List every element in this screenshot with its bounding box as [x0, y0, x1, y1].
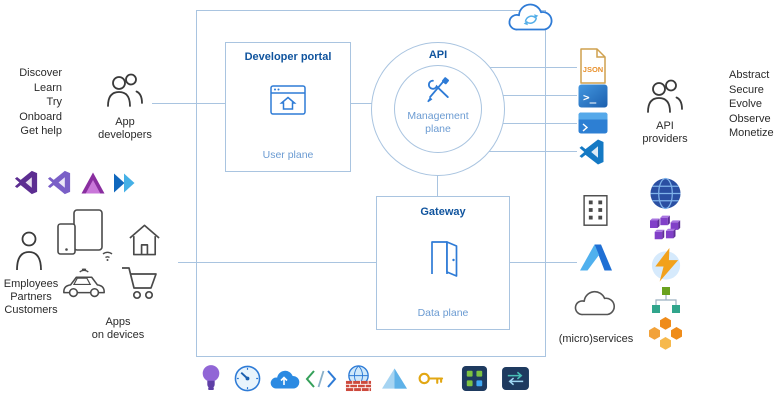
audience-line3: Customers: [4, 304, 58, 316]
data-exchange-icon: [502, 366, 529, 391]
powershell-icon: >_: [578, 84, 608, 108]
azure-icon: [580, 244, 612, 271]
json-file-icon: JSON: [580, 48, 606, 84]
app-developers-label: App developers: [86, 116, 164, 142]
audience-label: Employees Partners Customers: [0, 278, 62, 317]
management-plane-circle: Management plane: [394, 65, 482, 153]
gateway-box: Gateway Data plane: [376, 196, 510, 330]
devices-icon: [57, 209, 113, 261]
visual-studio-code-icon: [47, 170, 71, 195]
azure-cli-icon: [578, 112, 608, 134]
api-title: API: [428, 49, 448, 61]
firewall-globe-icon: [345, 365, 372, 392]
power-apps-icon: [81, 172, 105, 194]
developer-action: Try: [46, 96, 62, 108]
apps-on-devices-label: Apps on devices: [80, 316, 156, 342]
audience-line1: Employees: [3, 278, 59, 290]
apps-label-line1: Apps: [105, 316, 131, 328]
data-plane-label: Data plane: [417, 307, 469, 319]
lightbulb-icon: [202, 365, 220, 390]
developer-portal-title: Developer portal: [244, 51, 332, 63]
terminal-prompt-text: >_: [583, 91, 597, 104]
provider-action: Observe: [729, 112, 771, 125]
vscode-icon: [579, 139, 604, 165]
app-developers-label-line2: developers: [98, 129, 152, 141]
globe-icon: [650, 177, 681, 210]
connector-api-powershell: [440, 95, 577, 96]
power-automate-icon: [114, 173, 135, 193]
person-icon: [16, 231, 42, 271]
api-providers-line2: providers: [642, 133, 688, 145]
door-icon: [431, 241, 458, 277]
code-brackets-icon: [305, 370, 337, 388]
connected-car-icon: [63, 268, 105, 298]
microservices-label: (micro)services: [558, 333, 634, 345]
shopping-cart-icon: [122, 267, 157, 300]
building-icon: [583, 195, 608, 226]
management-plane-label-line1: Management: [407, 110, 469, 122]
visual-studio-icon: [14, 170, 38, 195]
management-plane-label-line2: plane: [425, 123, 451, 135]
app-developers-icon: [107, 73, 143, 107]
connector-apps-gateway: [178, 262, 403, 263]
developer-action: Onboard: [19, 110, 62, 123]
audience-line2: Partners: [10, 291, 52, 303]
developer-action: Get help: [20, 125, 62, 137]
app-developers-label-line1: App: [115, 116, 135, 128]
api-providers-label: API providers: [637, 120, 693, 146]
user-plane-label: User plane: [262, 149, 314, 161]
developer-portal-box: Developer portal User plane: [225, 42, 351, 172]
developer-action: Learn: [33, 81, 62, 94]
developer-action: Discover: [19, 67, 62, 79]
connector-api-cli: [440, 123, 577, 124]
gateway-title: Gateway: [420, 206, 466, 218]
browser-home-icon: [270, 85, 306, 115]
cloud-icon: [508, 3, 553, 31]
hexagon-cluster-icon: [649, 317, 682, 350]
api-providers-icon: [647, 79, 683, 113]
gauge-icon: [234, 365, 261, 392]
connector-appdev-portal: [152, 103, 230, 104]
apim-boundary: [196, 10, 546, 357]
cloud-outline-icon: [574, 290, 616, 316]
provider-action: Abstract: [729, 69, 770, 81]
api-circle: API Management plane: [371, 42, 505, 176]
tools-icon: [427, 77, 449, 103]
api-providers-line1: API: [656, 120, 674, 132]
provider-action: Evolve: [729, 98, 763, 110]
panel-grid-icon: [461, 365, 488, 392]
connector-api-vscode: [440, 151, 577, 152]
connector-api-json: [440, 67, 577, 68]
connector-portal-api: [345, 103, 385, 104]
apps-label-line2: on devices: [91, 329, 145, 341]
prism-icon: [382, 368, 407, 389]
json-file-label: JSON: [583, 65, 603, 74]
key-icon: [418, 372, 444, 385]
cubes-icon: [650, 215, 681, 240]
cloud-upload-icon: [270, 370, 300, 389]
provider-action: Monetize: [729, 127, 774, 139]
developer-actions-list: Discover Learn Try Onboard Get help: [8, 66, 62, 139]
provider-action: Secure: [729, 83, 764, 96]
provider-actions-list: Abstract Secure Evolve Observe Monetize: [729, 68, 783, 141]
service-tree-icon: [652, 287, 680, 313]
house-icon: [129, 224, 160, 256]
functions-icon: [651, 247, 681, 282]
connector-gateway-services: [455, 262, 577, 263]
